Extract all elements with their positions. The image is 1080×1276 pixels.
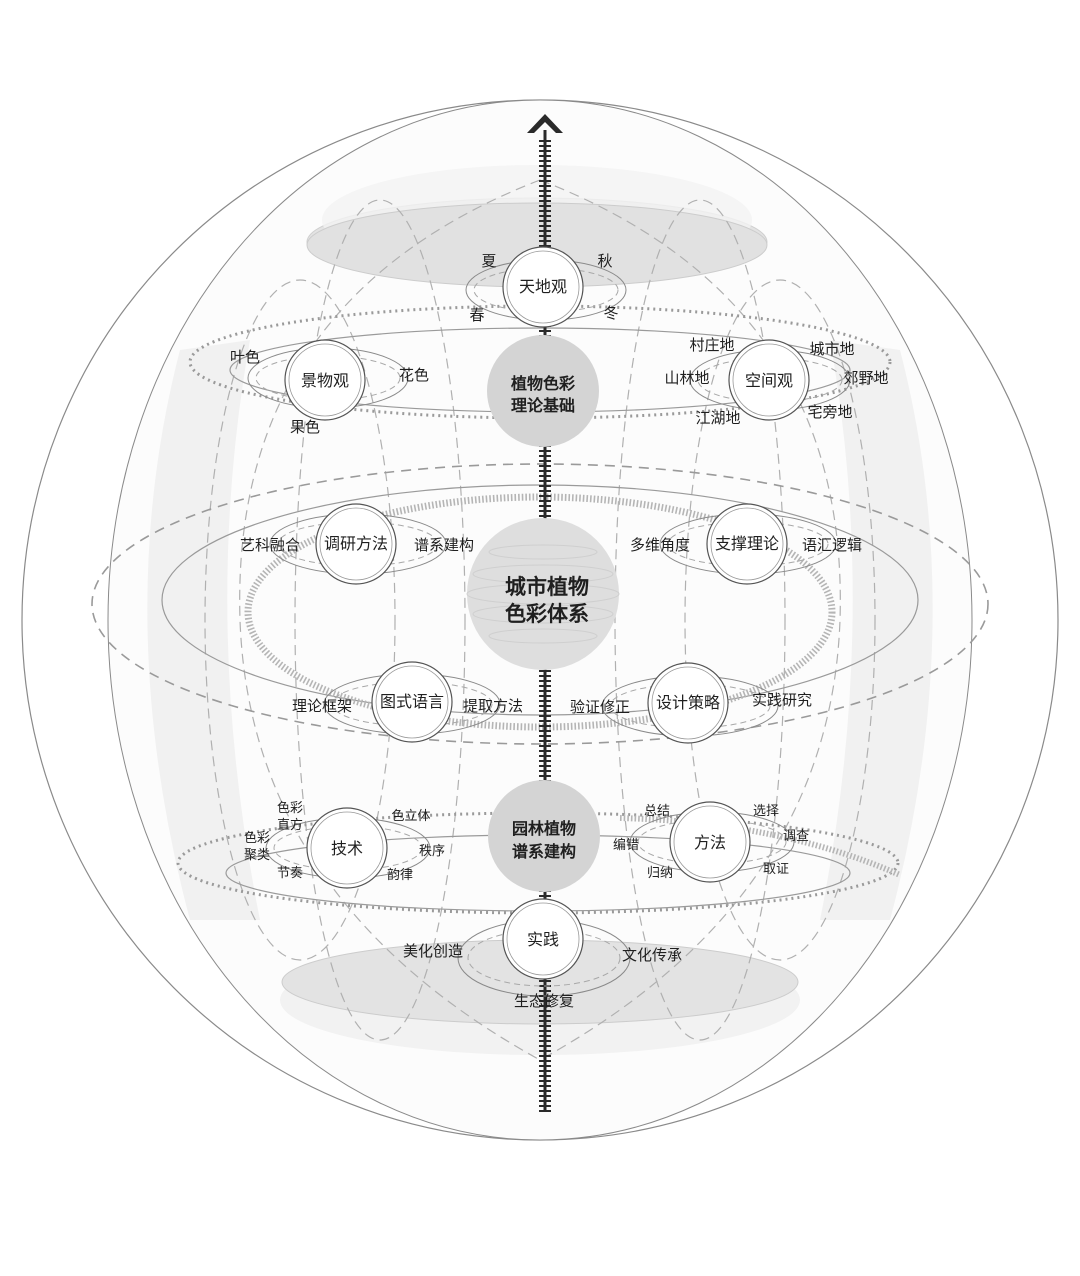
core-sphere: 城市植物 色彩体系 (466, 518, 620, 670)
sat-jianghudi: 江湖地 (695, 409, 740, 427)
sat-guose: 果色 (290, 418, 320, 436)
sat-puxijiangou-1: 谱系建构 (414, 536, 474, 554)
sat-yunlu: 韵律 (387, 868, 413, 883)
node-tushiyuyan-label: 图式语言 (380, 692, 444, 711)
sat-jiaoyedi: 郊野地 (843, 369, 888, 387)
middle-ring-hatched (244, 493, 836, 731)
node-tushiyuyan: 图式语言 理论框架 提取方法 (292, 661, 523, 743)
node-jingwuguan-label: 景物观 (301, 371, 349, 390)
sat-chun: 春 (469, 306, 484, 324)
sat-zhifang: 直方 (277, 817, 303, 833)
sat-guina: 归纳 (647, 866, 673, 881)
node-zhichenglilun: 支撑理论 多维角度 语汇逻辑 (630, 503, 862, 585)
axis-arrow-icon (527, 114, 563, 133)
node-fangfa: 方法 总结 选择 调查 编错 归纳 取证 (613, 801, 809, 883)
node-diaoyanfangfa-label: 调研方法 (324, 534, 388, 553)
core-title-line2: 色彩体系 (505, 602, 589, 626)
sat-zhixu: 秩序 (419, 844, 445, 859)
node-tiandiguan: 天地观 夏 秋 春 冬 (465, 246, 627, 328)
sat-dong: 冬 (603, 304, 618, 322)
lower-hub: 园林植物 谱系建构 (488, 780, 600, 892)
sat-chengshidi: 城市地 (809, 340, 854, 358)
left-side-shade (147, 340, 260, 920)
sat-jiezou: 节奏 (277, 866, 303, 881)
sat-quzheng: 取证 (763, 862, 789, 877)
sat-secai-2: 色彩 (244, 830, 270, 846)
sat-xuanze: 选择 (753, 804, 779, 819)
sat-huase: 花色 (399, 366, 429, 384)
node-jingwuguan: 景物观 叶色 花色 果色 (230, 339, 429, 436)
sat-yuhuiluoji: 语汇逻辑 (802, 536, 862, 554)
sat-zongjie: 总结 (644, 804, 670, 819)
middle-ring-dashed (91, 463, 989, 745)
core-title-line1: 城市植物 (505, 575, 589, 599)
node-jishu: 技术 色彩 直方 色立体 色彩 聚类 秩序 节奏 韵律 (244, 800, 445, 889)
upper-hub-line1: 植物色彩 (510, 374, 575, 393)
sat-lilunkuangjia: 理论框架 (292, 697, 352, 715)
node-kongjianguan-label: 空间观 (745, 371, 793, 390)
sat-selitit: 色立体 (391, 808, 430, 824)
sat-yikeronghe: 艺科融合 (240, 536, 300, 554)
sat-qiu: 秋 (597, 252, 612, 270)
sat-shijianyanjiu: 实践研究 (752, 691, 812, 709)
sat-duoweijiaodu: 多维角度 (630, 536, 690, 554)
sat-julei: 聚类 (244, 848, 270, 863)
node-shejicelue-label: 设计策略 (656, 693, 720, 712)
sat-meihuachuangzao: 美化创造 (403, 942, 463, 960)
sat-yanzhengxiuzheng: 验证修正 (570, 698, 630, 716)
sat-shanlindi: 山林地 (664, 369, 709, 387)
sat-shengtaixiufu: 生态修复 (514, 992, 574, 1010)
sat-yese: 叶色 (230, 348, 260, 366)
lower-ring-hatched (619, 815, 902, 878)
lower-hub-line1: 园林植物 (512, 819, 576, 838)
node-shijian-label: 实践 (527, 930, 559, 949)
sat-wenhuachuancheng: 文化传承 (622, 946, 682, 964)
node-shijian: 实践 美化创造 文化传承 生态修复 (403, 898, 682, 1010)
lower-ring-dotted (176, 811, 900, 915)
node-tiandiguan-label: 天地观 (519, 277, 567, 296)
sat-xia: 夏 (481, 252, 496, 270)
upper-hub-line2: 理论基础 (511, 396, 575, 415)
node-shejicelue: 设计策略 验证修正 实践研究 (570, 662, 812, 744)
sat-diaocha: 调查 (783, 829, 809, 844)
right-side-shade (820, 340, 933, 920)
node-fangfa-label: 方法 (694, 833, 726, 852)
sat-zhaipangdi: 宅旁地 (807, 403, 852, 421)
node-zhichenglilun-label: 支撑理论 (715, 534, 779, 553)
sat-secai-1: 色彩 (277, 800, 303, 816)
sat-cunzhuangdi: 村庄地 (689, 336, 734, 354)
sat-biancuo: 编错 (613, 838, 639, 853)
node-kongjianguan: 空间观 村庄地 城市地 山林地 郊野地 江湖地 宅旁地 (664, 336, 888, 427)
upper-hub: 植物色彩 理论基础 (487, 335, 599, 447)
sat-tiqufangfa: 提取方法 (463, 697, 523, 715)
node-diaoyanfangfa: 调研方法 艺科融合 谱系建构 (240, 503, 474, 585)
meridians (204, 179, 876, 1061)
node-jishu-label: 技术 (331, 839, 363, 858)
lower-hub-line2: 谱系建构 (512, 842, 576, 861)
